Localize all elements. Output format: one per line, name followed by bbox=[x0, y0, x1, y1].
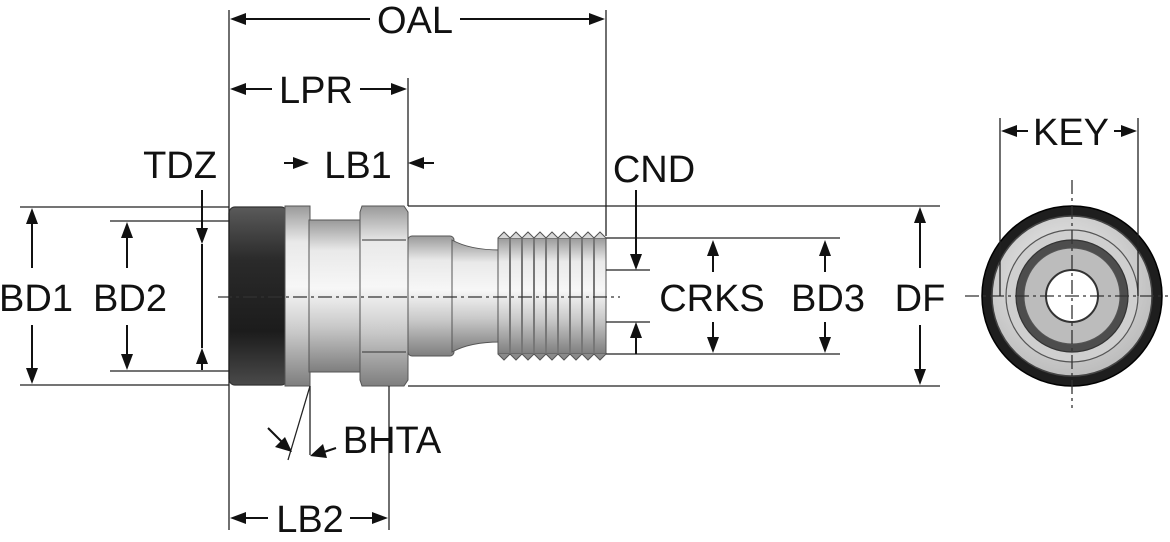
label-oal: OAL bbox=[377, 0, 453, 42]
label-bd1: BD1 bbox=[0, 278, 73, 320]
thread-crest-top bbox=[497, 231, 607, 239]
hex-collar bbox=[359, 205, 409, 387]
label-tdz: TDZ bbox=[143, 145, 217, 187]
label-bd3: BD3 bbox=[791, 278, 865, 320]
label-key: KEY bbox=[1033, 112, 1109, 154]
label-lb1: LB1 bbox=[324, 145, 392, 187]
label-bd2: BD2 bbox=[93, 278, 167, 320]
label-bhta: BHTA bbox=[343, 420, 442, 462]
seal-ring bbox=[228, 206, 288, 386]
label-df: DF bbox=[895, 278, 946, 320]
label-lb2: LB2 bbox=[276, 499, 344, 541]
label-crks: CRKS bbox=[659, 278, 765, 320]
side-view bbox=[218, 205, 620, 387]
stud-shoulder bbox=[407, 235, 455, 357]
threaded-shank bbox=[497, 237, 607, 355]
end-view bbox=[965, 180, 1168, 408]
dimension-lines bbox=[26, 13, 1137, 524]
stud-body bbox=[284, 205, 311, 387]
stud-neck bbox=[308, 219, 362, 373]
thread-crest-bottom bbox=[497, 353, 607, 361]
extension-lines bbox=[20, 10, 1139, 530]
relief-groove bbox=[451, 239, 501, 353]
label-lpr: LPR bbox=[279, 70, 353, 112]
dimension-labels: OAL LPR TDZ LB1 CND BD1 BD2 CRKS BD3 DF … bbox=[0, 0, 1109, 541]
thread-lines bbox=[509, 238, 595, 354]
label-cnd: CND bbox=[613, 149, 695, 191]
